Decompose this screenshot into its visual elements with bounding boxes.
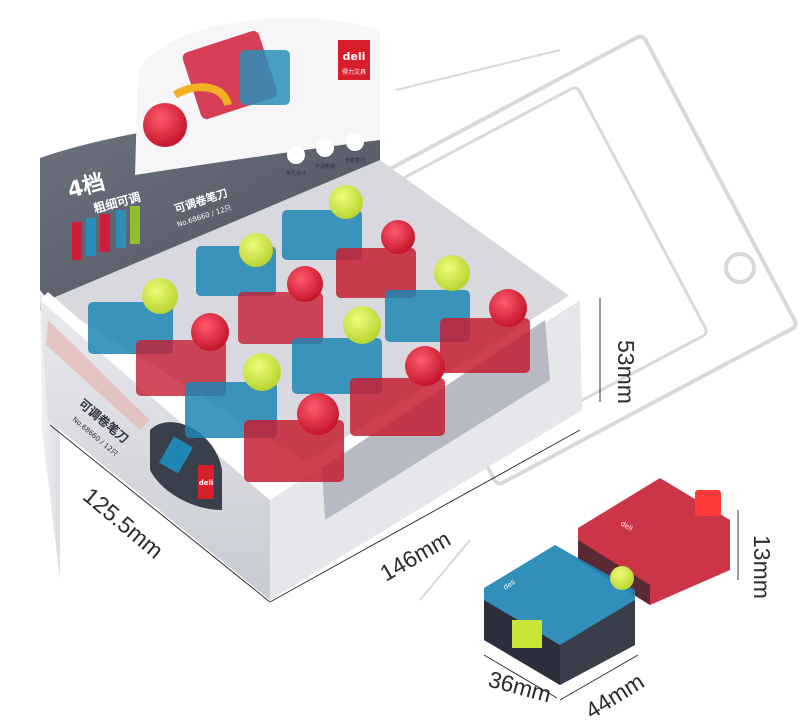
sharpener-red	[238, 292, 323, 344]
cap-red	[287, 266, 323, 302]
dim-box-length: 146mm	[375, 525, 454, 586]
feature-icons: 单孔设计 可调粗细 含卷笔刀	[286, 133, 365, 177]
sharpener-red	[244, 420, 344, 482]
cap-lime	[343, 306, 381, 344]
loose-sharpeners: deli deli	[484, 478, 730, 685]
cap-red	[297, 393, 339, 435]
front-brand: deli	[199, 479, 214, 487]
brand-badge	[338, 40, 370, 80]
pencil-swatches-icon	[72, 206, 140, 260]
sharpener-grid	[88, 185, 530, 482]
cap-lime	[239, 233, 273, 267]
sharpener-red	[350, 378, 445, 436]
cap-red	[191, 313, 229, 351]
sharpener-red	[336, 248, 416, 298]
sharpener-blue-closeup: deli	[484, 545, 635, 685]
feature-icon-label-3: 含卷笔刀	[345, 157, 365, 164]
cap-lime	[243, 353, 281, 391]
dim-box-height: 53mm	[613, 340, 639, 404]
cap-lime	[329, 185, 363, 219]
cap-lime	[434, 255, 470, 291]
brand-logo: deli	[343, 50, 366, 63]
cap-red	[405, 346, 445, 386]
cap-red	[489, 289, 527, 327]
dim-unit-height: 13mm	[749, 535, 775, 599]
cap-red	[381, 220, 415, 254]
feature-icon-label-1: 单孔设计	[286, 170, 306, 177]
dimension-lines	[49, 298, 739, 701]
dim-unit-length: 44mm	[581, 668, 649, 724]
brand-cn: 得力文具	[342, 68, 366, 76]
feature-icon-label-2: 可调粗细	[315, 163, 335, 170]
sharpener-red	[440, 318, 530, 373]
cap-lime	[142, 278, 178, 314]
sharpener-blue	[282, 210, 362, 260]
header-illustration: deli 得力文具	[143, 30, 370, 147]
